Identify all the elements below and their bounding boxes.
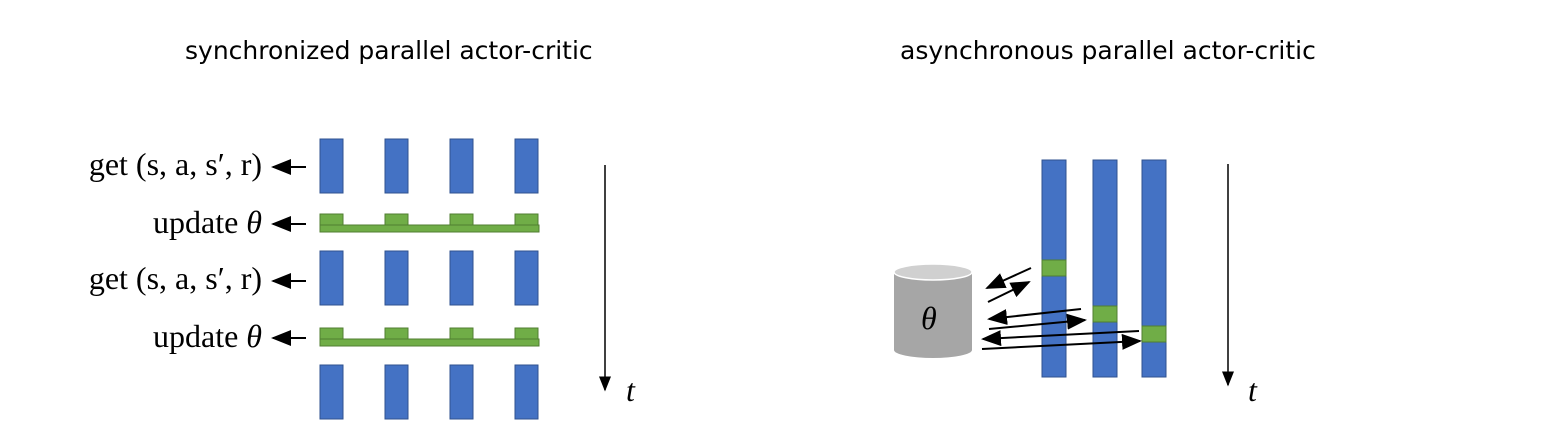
- right-title: asynchronous parallel actor-critic: [900, 36, 1316, 65]
- async-worker-bar: [1092, 159, 1118, 378]
- worker-rollout-block: [319, 250, 344, 306]
- async-update-block: [1141, 325, 1167, 343]
- row-label-update-1: update θ: [152, 204, 262, 240]
- cylinder-body: [894, 272, 972, 350]
- async-arrow-icon: [981, 333, 1142, 350]
- cylinder-bottom: [894, 342, 972, 358]
- async-arrow-icon: [981, 330, 1140, 347]
- cylinder-top: [893, 263, 973, 281]
- async-arrow-icon: [987, 308, 1082, 326]
- left-time-label: t: [626, 372, 635, 408]
- row-label-get-1: get (s, a, s′, r): [88, 146, 262, 182]
- synchronized-update-bar: [319, 224, 540, 233]
- worker-gradient-block: [514, 327, 539, 340]
- right-time-label: t: [1248, 372, 1257, 408]
- async-arrow-icon: [985, 267, 1032, 289]
- worker-rollout-block: [514, 250, 539, 306]
- worker-gradient-block: [319, 327, 344, 340]
- worker-gradient-block: [384, 327, 409, 340]
- worker-rollout-block: [384, 250, 409, 306]
- worker-gradient-block: [384, 213, 409, 226]
- async-update-block: [1041, 259, 1067, 277]
- left-title: synchronized parallel actor-critic: [185, 36, 593, 65]
- worker-gradient-block: [449, 213, 474, 226]
- worker-rollout-block: [319, 364, 344, 420]
- row-label-get-2: get (s, a, s′, r): [88, 260, 262, 296]
- worker-rollout-block: [384, 138, 409, 194]
- async-arrow-icon: [988, 313, 1087, 330]
- synchronized-update-bar: [319, 338, 540, 347]
- worker-rollout-block: [514, 364, 539, 420]
- async-update-block: [1092, 305, 1118, 323]
- param-store-label: θ: [921, 300, 937, 336]
- worker-rollout-block: [449, 250, 474, 306]
- worker-rollout-block: [319, 138, 344, 194]
- row-label-update-2: update θ: [152, 318, 262, 354]
- worker-rollout-block: [514, 138, 539, 194]
- sync-diagram: [271, 138, 611, 420]
- worker-rollout-block: [449, 364, 474, 420]
- async-arrow-icon: [987, 281, 1031, 303]
- worker-rollout-block: [449, 138, 474, 194]
- async-worker-bar: [1141, 159, 1167, 378]
- worker-gradient-block: [514, 213, 539, 226]
- worker-rollout-block: [384, 364, 409, 420]
- worker-gradient-block: [319, 213, 344, 226]
- worker-gradient-block: [449, 327, 474, 340]
- async-diagram: [893, 159, 1234, 387]
